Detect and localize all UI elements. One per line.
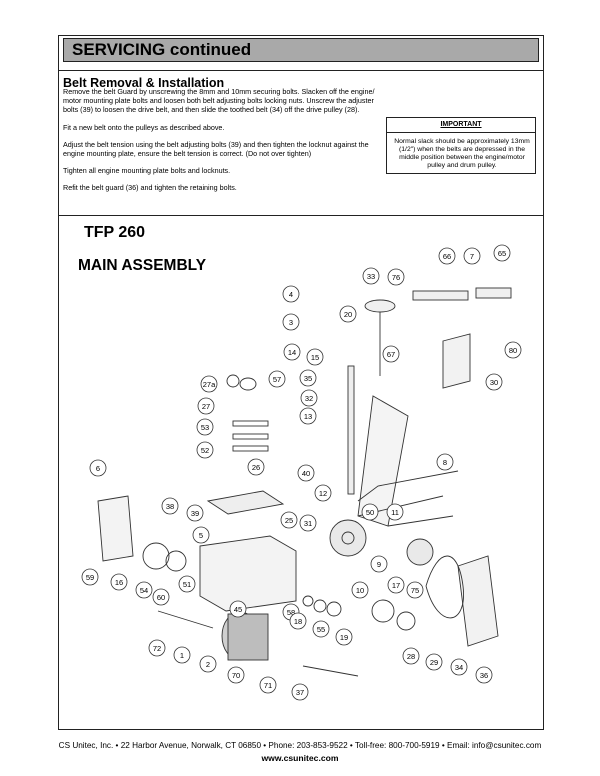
part-number-label: 80 — [509, 346, 517, 355]
part-number-label: 28 — [407, 652, 415, 661]
part-number-label: 54 — [140, 586, 148, 595]
part-number-label: 26 — [252, 463, 260, 472]
part-number-label: 19 — [340, 633, 348, 642]
section-title: SERVICING continued — [72, 40, 252, 59]
part-number-label: 57 — [273, 375, 281, 384]
part-number-label: 1 — [180, 651, 184, 660]
belt-instructions-section — [58, 70, 544, 216]
part-number-label: 29 — [430, 658, 438, 667]
part-number-label: 53 — [201, 423, 209, 432]
page-frame — [58, 35, 544, 730]
part-number-label: 8 — [443, 458, 447, 467]
belt-heading: Belt Removal & Installation — [63, 76, 225, 90]
part-number-label: 45 — [234, 605, 242, 614]
important-divider — [387, 132, 535, 133]
part-number-label: 31 — [304, 519, 312, 528]
part-number-label: 76 — [392, 273, 400, 282]
part-number-label: 33 — [367, 272, 375, 281]
part-number-label: 6 — [96, 464, 100, 473]
part-number-label: 17 — [392, 581, 400, 590]
part-number-label: 25 — [285, 516, 293, 525]
important-note-box: IMPORTANT Normal slack should be approxi… — [386, 117, 536, 174]
important-title: IMPORTANT — [440, 121, 482, 128]
part-number-label: 18 — [294, 617, 302, 626]
instruction-paragraph: Fit a new belt onto the pulleys as descr… — [63, 123, 225, 132]
instruction-paragraph: Refit the belt guard (36) and tighten th… — [63, 183, 237, 192]
part-number-label: 14 — [288, 348, 296, 357]
model-name: TFP 260 — [84, 224, 146, 241]
footer-contact: CS Unitec, Inc. • 22 Harbor Avenue, Norw… — [58, 741, 542, 750]
assembly-title: MAIN ASSEMBLY — [78, 257, 207, 274]
part-number-label: 9 — [377, 560, 381, 569]
part-number-label: 5 — [199, 531, 203, 540]
part-number-label: 3 — [289, 318, 293, 327]
part-number-label: 11 — [391, 508, 399, 517]
part-number-label: 15 — [311, 353, 319, 362]
part-number-label: 36 — [480, 671, 488, 680]
part-number-label: 58 — [287, 608, 295, 617]
part-number-label: 40 — [302, 469, 310, 478]
part-number-label: 2 — [206, 660, 210, 669]
part-number-label: 16 — [115, 578, 123, 587]
footer-website[interactable]: www.csunitec.com — [261, 753, 339, 763]
part-number-label: 20 — [344, 310, 352, 319]
important-text: Normal slack should be approximately 13m… — [394, 138, 530, 169]
part-number-label: 4 — [289, 290, 293, 299]
instruction-paragraph: Remove the belt Guard by unscrewing the … — [63, 87, 375, 114]
part-number-label: 30 — [490, 378, 498, 387]
part-number-label: 12 — [319, 489, 327, 498]
part-number-label: 10 — [356, 586, 364, 595]
part-number-label: 52 — [201, 446, 209, 455]
part-number-label: 51 — [183, 580, 191, 589]
part-number-label: 34 — [455, 663, 463, 672]
exploded-parts-diagram: 66 7 65 33 76 4 20 3 14 15 67 80 35 57 2… — [81, 244, 522, 701]
part-number-label: 70 — [232, 671, 240, 680]
instruction-paragraph: Adjust the belt tension using the belt a… — [63, 140, 369, 158]
part-number-label: 55 — [317, 625, 325, 634]
part-number-label: 27a — [203, 380, 216, 389]
part-number-label: 13 — [304, 412, 312, 421]
part-number-label: 65 — [498, 249, 506, 258]
part-number-label: 38 — [166, 502, 174, 511]
part-number-label: 67 — [387, 350, 395, 359]
section-title-bar: SERVICING continued — [63, 38, 539, 62]
part-number-label: 32 — [305, 394, 313, 403]
instruction-paragraph: Tighten all engine mounting plate bolts … — [63, 166, 231, 175]
part-number-label: 59 — [86, 573, 94, 582]
part-number-label: 66 — [443, 252, 451, 261]
part-number-label: 39 — [191, 509, 199, 518]
part-number-label: 50 — [366, 508, 374, 517]
part-callouts: 66 7 65 33 76 4 20 3 14 15 67 80 35 57 2… — [81, 244, 522, 701]
part-number-label: 27 — [202, 402, 210, 411]
part-number-label: 35 — [304, 374, 312, 383]
part-number-label: 75 — [411, 586, 419, 595]
part-number-label: 7 — [470, 252, 474, 261]
part-number-label: 37 — [296, 688, 304, 697]
part-number-label: 60 — [157, 593, 165, 602]
part-number-label: 72 — [153, 644, 161, 653]
part-number-label: 71 — [264, 681, 272, 690]
